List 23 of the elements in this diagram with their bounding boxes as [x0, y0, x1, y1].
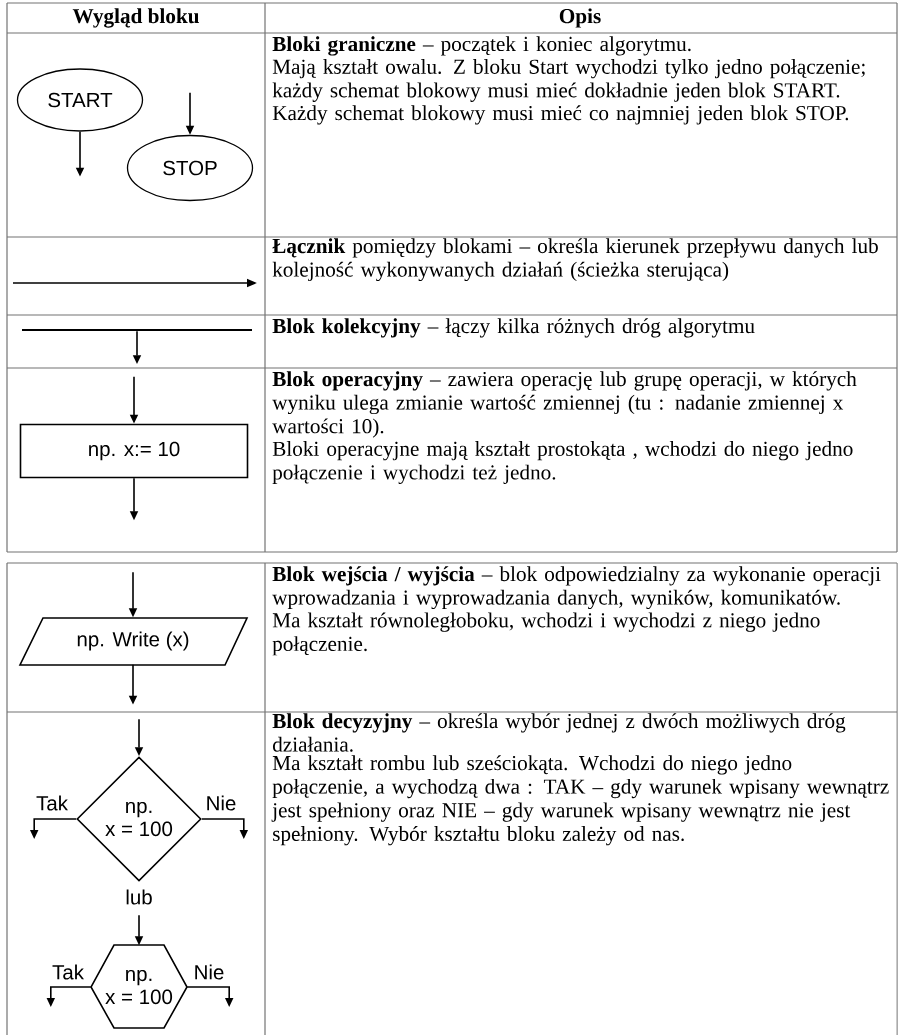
edge-label: Nie	[192, 963, 226, 981]
edge-label: Tak	[51, 963, 85, 981]
edge-label: Nie	[204, 794, 238, 812]
description: Każdy schemat blokowy musi mieć co najmniej jeden blok STOP.	[272, 105, 849, 125]
description: Blok wejścia / wyjścia – blok odpowiedzialny za wykonanie operacji wprowadzania i wyprowadzania danych, wyników, komunikatów.	[272, 566, 881, 610]
description: Ma kształt równoległoboku, wchodzi i wychodzi z niego jedno połączenie.	[272, 612, 820, 656]
description: Blok operacyjny – zawiera operację lub grupę operacji, w których wyniku ulega zmianie wartość zmiennej (tu : nadanie zmiennej x wartości 10).	[272, 371, 857, 438]
process-box: np. x:= 10	[19, 423, 249, 479]
column-header: Wygląd bloku	[72, 8, 199, 28]
description: Łącznik pomiędzy blokami – określa kierunek przepływu danych lub kolejność wykonywanych działań (ścieżka sterująca)	[272, 238, 878, 282]
description: Blok kolekcyjny – łączy kilka różnych dróg algorytmu	[272, 318, 755, 338]
edge-label: Tak	[35, 794, 69, 812]
description: Bloki graniczne – początek i koniec algorytmu.	[272, 36, 691, 56]
terminal-oval: START	[16, 68, 144, 132]
description: Bloki operacyjne mają kształt prostokąta , wchodzi do niego jedno połączenie i wychodzi też jedno.	[272, 441, 853, 484]
connector-word: lub	[126, 889, 152, 905]
description: Blok decyzyjny – określa wybór jednej z dwóch możliwych dróg działania.	[272, 713, 846, 752]
description: Ma kształt rombu lub sześciokąta. Wchodzi do niego jedno połączenie, a wychodzą dwa : TAK – gdy warunek wpisany wewnątrz jest spełniony oraz NIE – gdy warunek wpisany wewnątrz nie jest spełniony. Wybór kształtu bloku zależy od nas.	[271, 755, 889, 846]
decision-hexagon: np. x = 100	[90, 944, 188, 1029]
terminal-oval: STOP	[126, 134, 254, 202]
description: Mają kształt owalu. Z bloku Start wychodzi tylko jedno połączenie; każdy schemat blokowy musi mieć dokładnie jeden blok START.	[272, 59, 865, 102]
column-header: Opis	[559, 8, 601, 28]
collector-line	[22, 329, 252, 331]
